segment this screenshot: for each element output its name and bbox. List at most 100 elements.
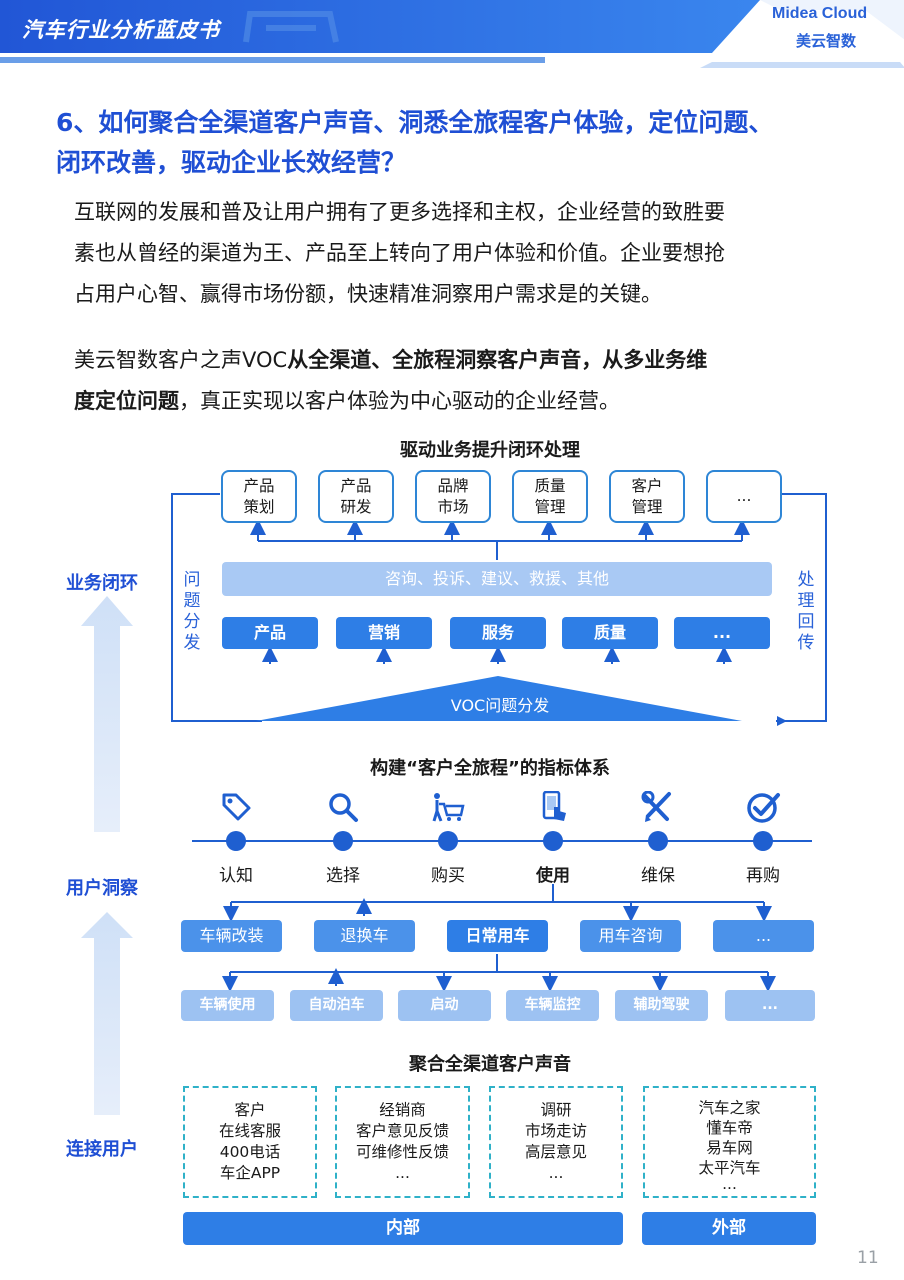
channel-item: ...: [395, 1164, 410, 1182]
dept-service: 服务: [450, 617, 546, 649]
output-box-more: ...: [706, 470, 782, 523]
channel-media-box: 汽车之家 懂车帝 易车网 太平汽车 ...: [643, 1086, 816, 1198]
voc-dispatch-label: VOC问题分发: [450, 696, 550, 715]
vertical-char: 传: [797, 633, 815, 653]
check-circle-icon: [747, 793, 780, 823]
channel-customer-box: 客户 在线客服 400电话 车企APP: [183, 1086, 317, 1198]
scenario-return-exchange: 退换车: [314, 920, 415, 952]
sub-scenario-monitoring: 车辆监控: [506, 990, 599, 1021]
page-number: 11: [857, 1248, 879, 1268]
dept-product: 产品: [222, 617, 318, 649]
intro-paragraph: 互联网的发展和普及让用户拥有了更多选择和主权，企业经营的致胜要 素也从曾经的渠道…: [74, 192, 834, 315]
channel-item: 高层意见: [524, 1143, 587, 1161]
vertical-char: 发: [183, 633, 201, 653]
intro-line: 占用户心智、赢得市场份额，快速精准洞察用户需求是的关键。: [74, 282, 662, 306]
closed-loop-title: 驱动业务提升闭环处理: [400, 440, 580, 461]
channel-item: 汽车之家: [698, 1099, 761, 1117]
output-label: 产品: [340, 477, 372, 495]
brand-logo: Midea Cloud: [772, 5, 868, 22]
voc-paragraph: 美云智数客户之声VOC从全渠道、全旅程洞察客户声音，从多业务维 度定位问题，真正…: [74, 340, 834, 422]
dept-more: ...: [674, 617, 770, 649]
vertical-char: 问: [183, 570, 201, 590]
process-return-label: 处 理 回 传: [794, 570, 818, 654]
channel-item: ...: [548, 1164, 564, 1182]
vertical-char: 题: [183, 591, 201, 611]
output-box-quality: 质量 管理: [512, 470, 588, 523]
scenario-more: ...: [713, 920, 814, 952]
vertical-char: 分: [183, 612, 201, 632]
scenario-consultation: 用车咨询: [580, 920, 681, 952]
channel-item: ...: [722, 1175, 737, 1193]
vertical-char: 理: [797, 591, 815, 611]
header-banner: [0, 0, 904, 68]
voc-dispatch-shape: [256, 676, 742, 721]
output-box-customer: 客户 管理: [609, 470, 685, 523]
output-label: 策划: [243, 498, 275, 516]
channel-item: 客户: [234, 1101, 266, 1119]
scenario-modification: 车辆改装: [181, 920, 282, 952]
sub-scenario-auto-parking: 自动泊车: [290, 990, 383, 1021]
scenario-daily-use: 日常用车: [447, 920, 548, 952]
voc-line-1: 美云智数客户之声VOC从全渠道、全旅程洞察客户声音，从多业务维: [74, 340, 834, 381]
channel-item: 太平汽车: [698, 1159, 761, 1177]
phone-touch-icon: [542, 791, 566, 821]
voc-text: 美云智数客户之声VOC: [74, 348, 288, 372]
voc-text: ，真正实现以客户体验为中心驱动的企业经营。: [179, 389, 620, 413]
channel-item: 经销商: [379, 1101, 426, 1119]
stage-usage: 使用: [536, 866, 570, 886]
tag-icon: [222, 793, 251, 821]
brand-logo-cn: 美云智数: [796, 32, 857, 50]
external-bar: 外部: [642, 1212, 816, 1245]
magnifier-icon: [329, 793, 358, 822]
voc-line-2: 度定位问题，真正实现以客户体验为中心驱动的企业经营。: [74, 381, 834, 422]
sub-scenario-start: 启动: [398, 990, 491, 1021]
output-label: 品牌: [437, 477, 469, 495]
output-box-product-rd: 产品 研发: [318, 470, 394, 523]
shopping-cart-icon: [432, 793, 465, 822]
sub-scenario-more: ...: [725, 990, 815, 1021]
issue-dispatch-label: 问 题 分 发: [180, 570, 204, 654]
dept-quality: 质量: [562, 617, 658, 649]
dept-marketing: 营销: [336, 617, 432, 649]
stage-selection: 选择: [326, 866, 360, 886]
vertical-char: 回: [797, 612, 815, 632]
feedback-types-bar: 咨询、投诉、建议、救援、其他: [222, 562, 772, 596]
output-box-brand-market: 品牌 市场: [415, 470, 491, 523]
intro-line: 素也从曾经的渠道为王、产品至上转向了用户体验和价值。企业要想抢: [74, 241, 725, 265]
voc-highlight: 从全渠道、全旅程洞察客户声音，从多业务维: [287, 348, 708, 372]
output-label: 产品: [243, 477, 275, 495]
channel-item: 客户意见反馈: [355, 1122, 449, 1140]
headline-line-2: 闭环改善，驱动企业长效经营？: [56, 148, 407, 177]
headline-line-1: 6、如何聚合全渠道客户声音、洞悉全旅程客户体验，定位问题、: [56, 108, 774, 137]
document-title: 汽车行业分析蓝皮书: [22, 18, 220, 42]
stage-maintenance: 维保: [641, 866, 675, 886]
channel-dealer-box: 经销商 客户意见反馈 可维修性反馈 ...: [335, 1086, 470, 1198]
sub-scenario-vehicle-use: 车辆使用: [181, 990, 274, 1021]
channel-title: 聚合全渠道客户声音: [409, 1054, 571, 1075]
upward-arrow: [81, 912, 133, 1115]
channel-item: 易车网: [706, 1139, 753, 1157]
output-label: 管理: [534, 498, 566, 516]
channel-item: 在线客服: [218, 1122, 281, 1140]
channel-item: 调研: [540, 1101, 572, 1119]
channel-item: 车企APP: [219, 1164, 281, 1182]
stage-repurchase: 再购: [746, 866, 780, 886]
vertical-char: 处: [797, 570, 815, 590]
voc-highlight: 度定位问题: [74, 389, 179, 413]
output-label: ...: [736, 487, 752, 505]
wrench-screwdriver-icon: [641, 791, 671, 822]
channel-research-box: 调研 市场走访 高层意见 ...: [489, 1086, 623, 1198]
journey-title: 构建“客户全旅程”的指标体系: [370, 758, 610, 779]
sub-scenario-assisted-driving: 辅助驾驶: [615, 990, 708, 1021]
stage-purchase: 购买: [431, 866, 465, 886]
section-headline: 6、如何聚合全渠道客户声音、洞悉全旅程客户体验，定位问题、 闭环改善，驱动企业长…: [56, 103, 856, 183]
stage-awareness: 认知: [219, 866, 253, 886]
internal-bar: 内部: [183, 1212, 623, 1245]
intro-line: 互联网的发展和普及让用户拥有了更多选择和主权，企业经营的致胜要: [74, 200, 725, 224]
channel-item: 400电话: [219, 1143, 281, 1161]
upward-arrow: [81, 596, 133, 832]
output-box-product-planning: 产品 策划: [221, 470, 297, 523]
output-label: 管理: [631, 498, 663, 516]
output-label: 质量: [534, 477, 566, 495]
